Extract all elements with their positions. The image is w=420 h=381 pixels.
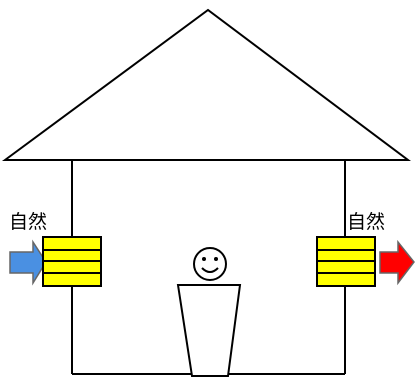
person-head — [193, 247, 227, 281]
inflow-arrow-icon — [9, 239, 47, 286]
person-right-eye — [214, 257, 218, 261]
person-left-eye — [202, 257, 206, 261]
person-icon — [176, 247, 242, 377]
left-vent-label: 自然 — [9, 211, 47, 233]
right-vent-icon — [316, 236, 376, 287]
outflow-arrow-icon — [379, 239, 415, 286]
right-vent-label: 自然 — [347, 211, 385, 233]
left-vent-icon — [42, 236, 102, 287]
person-smile — [201, 267, 219, 273]
person-body — [176, 284, 242, 377]
house-roof — [1, 8, 411, 161]
